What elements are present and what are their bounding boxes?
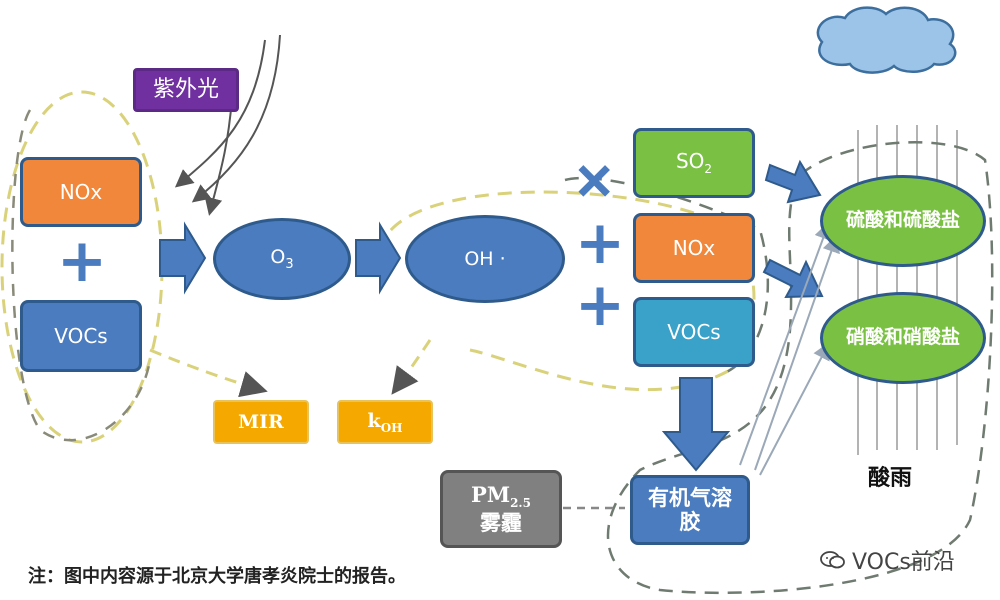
plus-vocs-icon: + (574, 270, 626, 340)
node-nitrate: 硝酸和硝酸盐 (820, 292, 986, 384)
plus-nox-icon: + (574, 208, 626, 278)
watermark: VOCs前沿 (820, 544, 955, 576)
source-note: 注：图中内容源于北京大学唐孝炎院士的报告。 (28, 566, 406, 587)
left-gray-dashed-outline (11, 109, 152, 442)
node-oh: OH · (405, 215, 565, 303)
node-o3-label: O (270, 246, 286, 269)
node-vocs-right: VOCs (633, 297, 755, 367)
arrow-down-to-soa (661, 377, 731, 472)
node-o3: O3 (213, 218, 351, 300)
node-soa-label: 有机气溶胶 (648, 484, 732, 534)
node-sulfate: 硫酸和硫酸盐 (820, 175, 986, 267)
tag-koh-label: k (367, 409, 381, 432)
node-vocs-left-label: VOCs (54, 323, 108, 348)
node-sulfate-label: 硫酸和硫酸盐 (845, 209, 960, 232)
node-nox-right-label: NOx (672, 235, 716, 260)
uv-label: 紫外光 (133, 68, 239, 112)
wechat-icon (820, 550, 846, 570)
arrow-to-mir (149, 348, 268, 398)
node-so2-label: SO (675, 148, 705, 173)
block-arrows (159, 159, 824, 472)
node-oh-label: OH · (464, 248, 506, 270)
arrow-nox-to-nitrate (762, 258, 824, 299)
node-nox-left: NOx (20, 157, 142, 227)
arrow-so2-to-sulfate (764, 159, 822, 204)
arrow-o3-to-oh (355, 221, 402, 295)
tag-mir-label: MIR (238, 411, 284, 433)
node-pm25-subscript: 2.5 (510, 496, 531, 511)
uv-rays (174, 34, 281, 216)
node-nox-left-label: NOx (59, 179, 103, 204)
node-nox-right: NOx (633, 213, 755, 283)
node-pm25: PM2.5 雾霾 (440, 470, 562, 548)
cloud-icon (816, 6, 957, 74)
plus-left-icon: + (56, 226, 108, 296)
node-soa: 有机气溶胶 (630, 475, 750, 545)
node-vocs-left: VOCs (20, 300, 142, 372)
oh-reactivity-dashed (378, 190, 756, 392)
node-o3-subscript: 3 (285, 256, 294, 272)
acid-rain-label: 酸雨 (868, 465, 913, 491)
watermark-text: VOCs前沿 (852, 550, 955, 575)
tag-koh-subscript: OH (380, 420, 403, 435)
node-so2-subscript: 2 (704, 161, 713, 176)
uv-label-text: 紫外光 (152, 77, 219, 103)
arrow-to-koh (391, 339, 432, 395)
tag-koh: kOH (337, 400, 433, 444)
node-nitrate-label: 硝酸和硝酸盐 (845, 326, 960, 349)
arrow-left-to-o3 (159, 221, 207, 295)
acid-rain-dashed-outline (606, 140, 994, 595)
tag-mir: MIR (213, 400, 309, 444)
node-so2: SO2 (633, 128, 755, 198)
node-vocs-right-label: VOCs (667, 319, 721, 344)
node-pm25-label: PM (471, 481, 511, 507)
soa-to-products-arrows (739, 221, 840, 476)
node-pm25-line2: 雾霾 (480, 509, 522, 535)
